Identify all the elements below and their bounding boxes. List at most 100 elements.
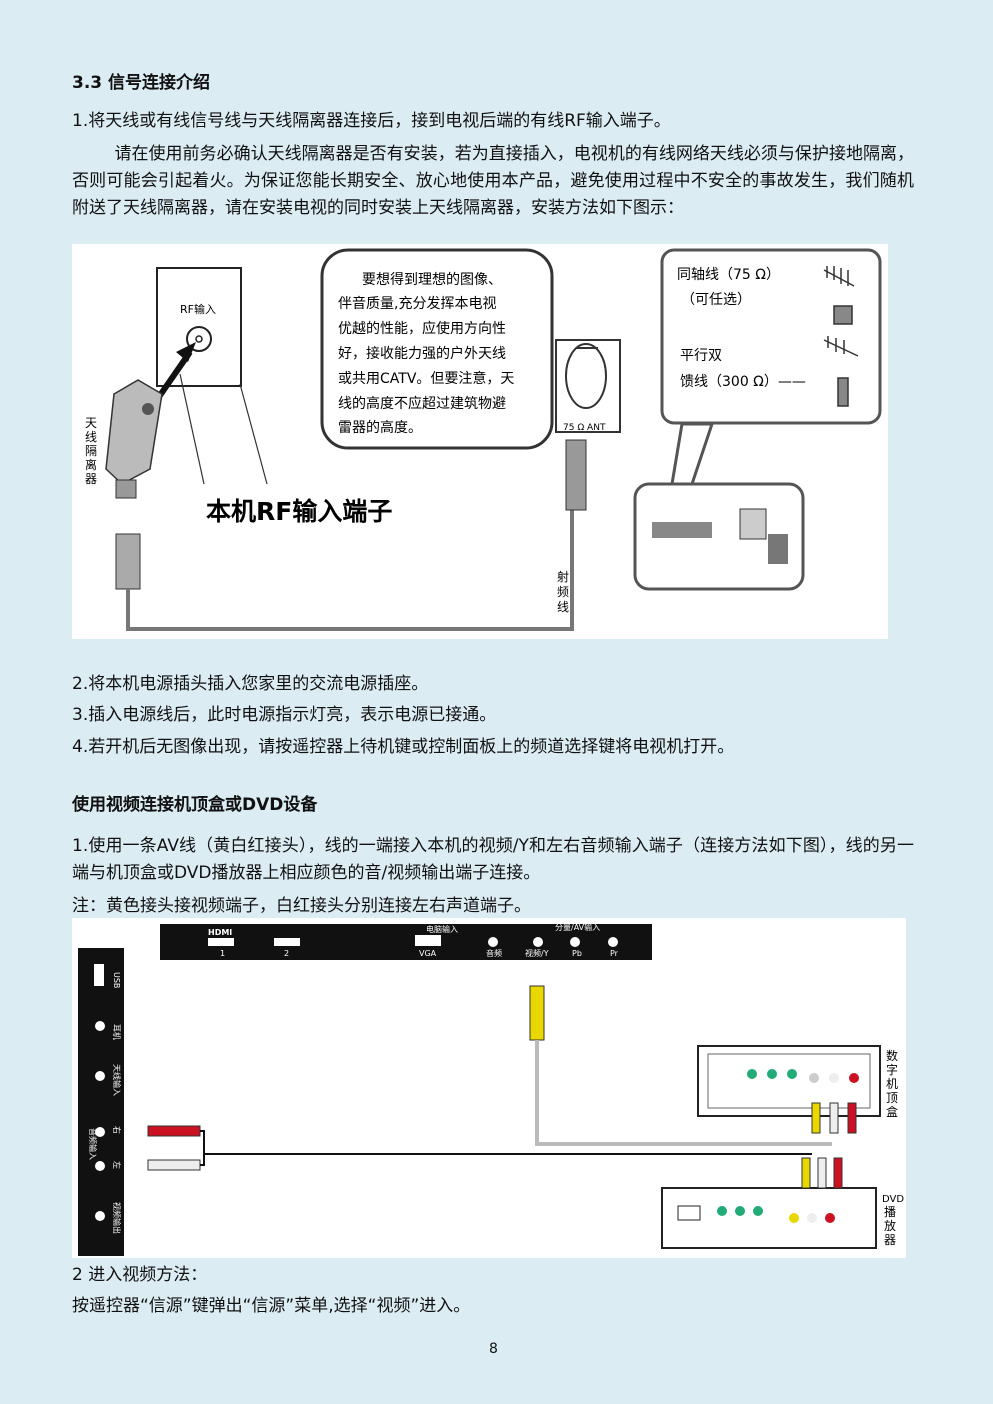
video-step-2-text: 2 进入视频方法： (72, 1265, 208, 1285)
svg-text:线的高度不应超过建筑物避: 线的高度不应超过建筑物避 (338, 395, 506, 412)
svg-text:数: 数 (886, 1048, 898, 1063)
tip-text: 要想得到理想的图像、 伴音质量,充分发挥本电视 优越的性能，应使用方向性 好，接… (338, 271, 514, 436)
svg-text:电脑输入: 电脑输入 (426, 924, 458, 934)
svg-text:顶: 顶 (886, 1091, 898, 1105)
svg-text:同轴线（75 Ω）: 同轴线（75 Ω） (677, 267, 780, 283)
svg-text:线: 线 (85, 430, 97, 444)
audio-cable-r (200, 1130, 812, 1155)
step-3-text: 3.插入电源线后，此时电源指示灯亮，表示电源已接通。 (72, 705, 497, 725)
svg-text:视频/Y: 视频/Y (525, 948, 549, 958)
video-step-1-text: 1.使用一条AV线（黄白红接头），线的一端接入本机的视频/Y和左右音频输入端子（… (72, 836, 914, 883)
socket-icon (739, 508, 767, 540)
svg-text:器: 器 (85, 472, 97, 486)
svg-text:（可任选）: （可任选） (681, 292, 751, 308)
step-1-text: 1.将天线或有线信号线与天线隔离器连接后，接到电视后端的有线RF输入端子。 (72, 111, 671, 131)
svg-text:2: 2 (284, 949, 289, 958)
svg-text:线: 线 (557, 600, 569, 614)
pb-port (570, 937, 580, 947)
svg-text:机: 机 (886, 1077, 898, 1091)
svg-text:VGA: VGA (419, 949, 437, 958)
plug-icon (115, 533, 141, 590)
tv-side-panel (78, 948, 124, 1256)
svg-text:器: 器 (884, 1233, 896, 1247)
svg-text:耳机: 耳机 (112, 1024, 122, 1040)
svg-text:或共用CATV。但要注意，天: 或共用CATV。但要注意，天 (338, 370, 514, 387)
svg-text:字: 字 (886, 1062, 898, 1077)
svg-text:DVD: DVD (882, 1194, 904, 1205)
svg-text:1: 1 (220, 949, 225, 958)
svg-text:分量/AV输入: 分量/AV输入 (555, 922, 600, 932)
video-out-port (95, 1211, 105, 1221)
svg-text:视频输出: 视频输出 (112, 1202, 122, 1234)
hdmi-2-port (274, 938, 300, 946)
video-y-port (533, 937, 543, 947)
coax-plug-icon (565, 439, 587, 511)
svg-text:优越的性能，应使用方向性: 优越的性能，应使用方向性 (338, 320, 506, 337)
dvd-ports (717, 1206, 835, 1223)
svg-text:播: 播 (884, 1205, 896, 1219)
svg-text:平行双: 平行双 (680, 348, 722, 364)
svg-text:音频: 音频 (486, 948, 502, 958)
usb-port (94, 964, 104, 986)
rf-input-label: RF输入 (180, 302, 216, 316)
vga-port (415, 935, 441, 946)
audio-r-port (95, 1127, 105, 1137)
main-rf-label: 本机RF输入端子 (206, 497, 392, 526)
audio-port (488, 937, 498, 947)
earphone-port (95, 1021, 105, 1031)
warning-paragraph: 请在使用前务必确认天线隔离器是否有安装，若为直接插入，电视机的有线网络天线必须与… (72, 144, 914, 218)
audio-l-port (95, 1161, 105, 1171)
svg-text:USB: USB (112, 972, 121, 988)
red-plug-icon (147, 1125, 201, 1137)
step-2-text: 2.将本机电源插头插入您家里的交流电源插座。 (72, 674, 429, 694)
antenna-connection-figure: RF输入 天 线 隔 离 器 本机RF输入端子 射 频 线 要想得到理想的 (72, 244, 888, 639)
page-number: 8 (489, 1341, 498, 1357)
rf-cable (126, 504, 574, 631)
isolator-label: 天 线 隔 离 器 (85, 416, 97, 486)
svg-text:要想得到理想的图像、: 要想得到理想的图像、 (362, 271, 502, 288)
tip-bubble (320, 248, 554, 450)
svg-text:Pb: Pb (572, 949, 582, 958)
video-step-2-desc: 按遥控器“信源”键弹出“信源”菜单,选择“视频”进入。 (72, 1296, 471, 1316)
video-section-title: 使用视频连接机顶盒或DVD设备 (72, 795, 318, 815)
svg-text:Pr: Pr (610, 949, 619, 958)
svg-text:频: 频 (557, 585, 569, 599)
video-cable (535, 1040, 832, 1146)
antenna-port (95, 1071, 105, 1081)
svg-text:射: 射 (557, 569, 569, 584)
video-note-text: 注：黄色接头接视频端子，白红接头分别连接左右声道端子。 (72, 896, 531, 916)
av-connection-figure: HDMI 1 2 电脑输入 VGA 音频 分量/AV输入 视频/Y Pb Pr … (72, 918, 906, 1258)
isolator-body (105, 379, 163, 485)
white-plug-icon (147, 1159, 201, 1171)
yellow-plug-icon (529, 985, 545, 1041)
rf-cable-label: 射 频 线 (557, 569, 569, 614)
svg-text:隔: 隔 (85, 444, 97, 458)
section-title: 3.3 信号连接介绍 (72, 73, 211, 93)
svg-text:放: 放 (884, 1218, 896, 1233)
stb-label: 数 字 机 顶 盒 (886, 1048, 898, 1119)
svg-text:馈线（300 Ω）——: 馈线（300 Ω）—— (680, 374, 806, 390)
audio-cable-l (200, 1154, 205, 1166)
svg-text:右: 右 (112, 1126, 122, 1134)
antenna-icon (823, 266, 859, 407)
pr-port (608, 937, 618, 947)
svg-text:音频输入: 音频输入 (88, 1128, 98, 1160)
svg-text:左: 左 (112, 1161, 122, 1169)
svg-text:伴音质量,充分发挥本电视: 伴音质量,充分发挥本电视 (338, 295, 496, 312)
connector-icon (652, 522, 712, 538)
stb-ports (747, 1069, 859, 1083)
svg-text:天线输入: 天线输入 (112, 1064, 122, 1096)
svg-text:天: 天 (85, 416, 97, 430)
ant-label: 75 Ω ANT (563, 423, 606, 433)
antenna-diagram: RF输入 天 线 隔 离 器 本机RF输入端子 射 频 线 要想得到理想的 (85, 248, 882, 631)
cable-options-box (660, 248, 882, 425)
svg-text:好，接收能力强的户外天线: 好，接收能力强的户外天线 (338, 345, 506, 362)
svg-text:离: 离 (85, 457, 97, 472)
dvd-label: DVD 播 放 器 (882, 1194, 904, 1247)
hdmi-1-port (208, 938, 234, 946)
step-4-text: 4.若开机后无图像出现，请按遥控器上待机键或控制面板上的频道选择键将电视机打开。 (72, 737, 735, 757)
svg-text:雷器的高度。: 雷器的高度。 (338, 419, 422, 436)
av-diagram: HDMI 1 2 电脑输入 VGA 音频 分量/AV输入 视频/Y Pb Pr … (78, 922, 904, 1256)
hdmi-label: HDMI (208, 928, 232, 937)
svg-text:盒: 盒 (886, 1104, 898, 1119)
